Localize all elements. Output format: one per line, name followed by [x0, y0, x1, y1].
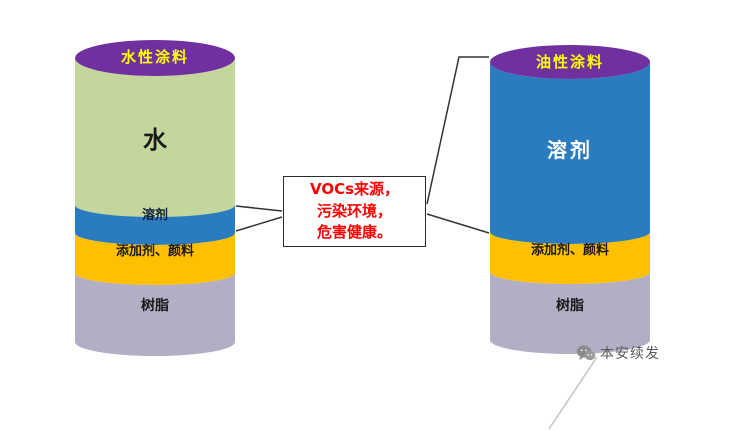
right-cylinder-top-ellipse [490, 45, 650, 79]
right-cylinder-resin-label: 树脂 [556, 298, 584, 314]
connector-right-top [426, 56, 489, 205]
right-cylinder-resin-band [490, 272, 650, 354]
watermark: 本安续发 [576, 343, 660, 363]
right-cylinder-title: 油性涂料 [535, 53, 604, 71]
connector-left-top [235, 205, 283, 212]
left-cylinder-solvent-label: 溶剂 [141, 208, 168, 223]
right-cylinder-additives-band [490, 232, 650, 284]
left-cylinder-top-ellipse [75, 40, 235, 76]
vocs-callout-line-3: 危害健康。 [316, 223, 392, 242]
watermark-diagonal-line [548, 356, 598, 430]
vocs-callout-line-2: 污染环境， [316, 201, 392, 220]
wechat-icon [576, 345, 596, 360]
right-cylinder-additives-label: 添加剂、颜料 [530, 243, 609, 258]
left-cylinder-title: 水性涂料 [120, 48, 189, 66]
connector-right-bottom [426, 213, 490, 234]
left-cylinder-additives-band [75, 233, 235, 285]
left-cylinder-additives-label: 添加剂、颜料 [115, 244, 194, 259]
connector-left-bottom [235, 216, 283, 232]
vocs-callout-box: VOCs来源， 污染环境， 危害健康。 [283, 176, 426, 247]
right-cylinder-solvent-label: 溶剂 [547, 138, 593, 162]
left-cylinder-water-band [75, 58, 235, 217]
right-cylinder-solvent-band [490, 62, 650, 244]
left-cylinder-solvent-band [75, 205, 235, 245]
watermark-text: 本安续发 [600, 346, 660, 362]
left-cylinder-resin-band [75, 273, 235, 356]
left-cylinder-water-label: 水 [143, 126, 167, 154]
left-cylinder-resin-label: 树脂 [141, 298, 169, 314]
vocs-callout-line-1: VOCs来源， [309, 179, 400, 198]
